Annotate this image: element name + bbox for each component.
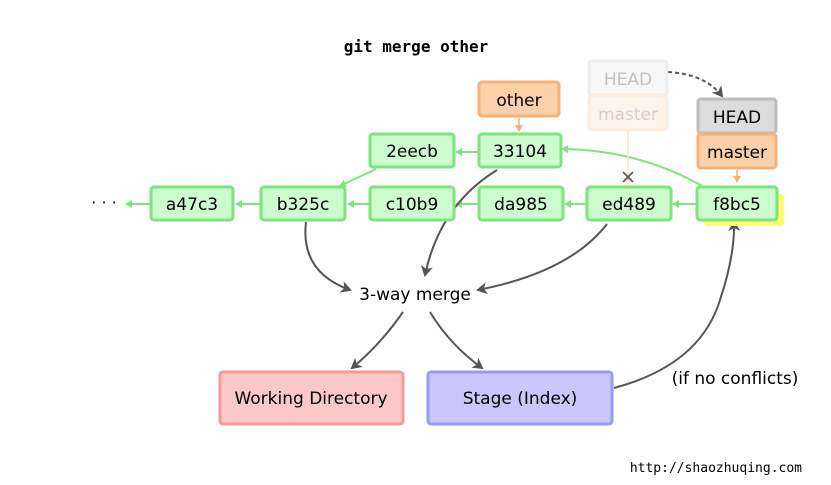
working-directory-box: Working Directory [218, 370, 405, 426]
commit-edges [125, 145, 705, 208]
edge-b325c-merge [304, 221, 352, 293]
commit-label: 2eecb [386, 142, 438, 162]
edge-ed489-merge [476, 223, 608, 295]
commit-da985: da985 [477, 185, 565, 222]
ref-label: master [707, 143, 767, 163]
ellipsis: · · · [91, 193, 116, 212]
ref-master-old: master [587, 94, 669, 132]
commit-a47c3: a47c3 [149, 185, 235, 222]
commit-label: ed489 [602, 195, 656, 215]
edge-merge-working [350, 311, 404, 370]
command-title: git merge other [344, 37, 489, 56]
commit-f8bc5: f8bc5 [695, 185, 779, 222]
ref-head-old: HEAD [587, 59, 669, 97]
ref-label: HEAD [604, 70, 652, 90]
ref-label: other [496, 91, 541, 111]
commit-label: 33104 [493, 142, 547, 162]
commit-label: da985 [494, 195, 548, 215]
cross-icon [622, 171, 634, 183]
commit-label: a47c3 [166, 195, 218, 215]
commit-b325c: b325c [259, 185, 347, 222]
merge-label: 3-way merge [359, 285, 471, 305]
commit-33104: 33104 [477, 132, 563, 169]
if-no-conflicts-note: (if no conflicts) [672, 369, 799, 389]
ref-old-position: HEAD master [587, 59, 669, 132]
ref-other: other [477, 80, 561, 118]
edge-head-move [667, 71, 724, 98]
commit-label: b325c [277, 195, 330, 215]
commit-2eecb: 2eecb [368, 132, 456, 169]
edge-stage-f8bc5 [613, 220, 741, 389]
commit-label: c10b9 [386, 195, 439, 215]
commit-c10b9: c10b9 [368, 185, 456, 222]
ref-label: master [598, 105, 658, 125]
ref-label: HEAD [713, 108, 761, 128]
ref-master: master [696, 132, 778, 170]
working-directory-label: Working Directory [234, 389, 387, 409]
edge-f8bc5-33104 [561, 145, 705, 188]
edge-merge-stage [429, 311, 484, 370]
ref-head: HEAD [696, 97, 778, 135]
source-url: http://shaozhuqing.com [630, 461, 802, 476]
commit-ed489: ed489 [585, 185, 673, 222]
stage-box: Stage (Index) [426, 370, 614, 426]
commit-label: f8bc5 [713, 195, 761, 215]
edge-2eecb-b325c [339, 168, 377, 188]
stage-label: Stage (Index) [463, 389, 578, 409]
